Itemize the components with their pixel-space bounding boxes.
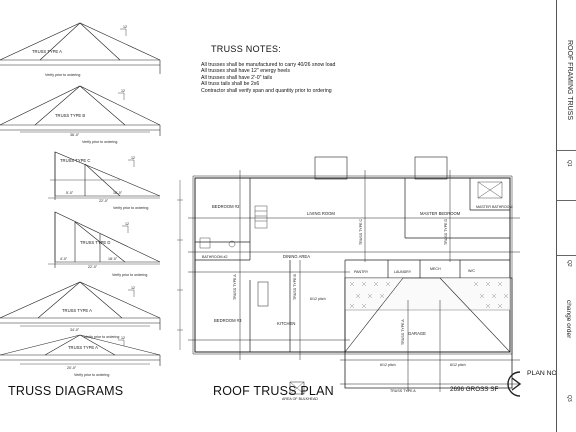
truss-a2-note: Verify prior to ordering — [84, 335, 119, 339]
plan-truss-a-vert: TRUSS TYPE A — [233, 274, 237, 300]
north-arrow — [507, 371, 522, 397]
truss-diagram-c: TRUSS TYPE C 5'-0" 16'-0" 22'-0" Verify … — [48, 151, 161, 210]
pitch-label: 12 — [121, 336, 125, 340]
room-laundry: LAUNDRY — [394, 270, 412, 274]
room-bedroom3: BEDROOM #3 — [214, 318, 242, 323]
truss-a3-span: 20'-0" — [67, 366, 77, 370]
room-garage: GARAGE — [408, 331, 426, 336]
plan-no-label: PLAN NO — [527, 370, 557, 377]
truss-note-item: All truss tails shall be 2x6 — [201, 81, 260, 88]
truss-note-item: All trusses shall be manufactured to car… — [201, 62, 336, 68]
title-block-divider — [557, 200, 576, 201]
pitch-note-2: 6/12 pitch — [450, 363, 466, 367]
plan-truss-a: TRUSS TYPE A — [390, 389, 416, 393]
truss-diagram-d: TRUSS TYPE D 4'-0" 18'-0" 22'-0" Verify … — [48, 211, 161, 277]
pitch-label: 12 — [131, 286, 135, 290]
truss-note-item: Contractor shall verify span and quantit… — [201, 87, 332, 94]
truss-a3-note: Verify prior to ordering — [74, 373, 109, 377]
room-wic: W/C — [468, 269, 475, 273]
bulkhead-label: AREA OF BULKHEAD — [282, 397, 318, 401]
truss-c-label: TRUSS TYPE C — [60, 158, 90, 163]
room-bath2: BATHROOM #2 — [202, 255, 228, 259]
truss-a-note: Verify prior to ordering — [45, 73, 80, 77]
truss-diagram-a-1: TRUSS TYPE A Verify prior to ordering 12 — [0, 22, 161, 77]
pitch-label: 12 — [125, 222, 129, 226]
plan-truss-d: TRUSS TYPE D — [444, 219, 448, 245]
room-master-bath: MASTER BATHROOM — [476, 205, 512, 209]
truss-d-label: TRUSS TYPE D — [80, 240, 110, 245]
truss-a3-label: TRUSS TYPE A — [68, 345, 98, 350]
pitch-label: 12 — [131, 156, 135, 160]
truss-b-label: TRUSS TYPE B — [55, 113, 85, 118]
truss-notes: TRUSS NOTES: All trusses shall be manufa… — [201, 44, 371, 94]
plan-truss-a-garage: TRUSS TYPE A — [401, 319, 405, 345]
title-block: ROOF FRAMING TRUSS change order Q1 Q2 Q3 — [556, 0, 576, 432]
truss-note-item: All trusses shall have 12" energy heels — [201, 68, 290, 75]
room-kitchen: KITCHEN — [277, 321, 295, 326]
title-block-mark: Q1 — [566, 160, 572, 167]
truss-notes-list: All trusses shall be manufactured to car… — [201, 62, 371, 94]
drawing-linework: TRUSS TYPE A Verify prior to ordering 12… — [0, 22, 522, 401]
roof-truss-plan-title: ROOF TRUSS PLAN — [213, 384, 334, 398]
truss-notes-title: TRUSS NOTES: — [211, 44, 282, 54]
plan-truss-b: TRUSS TYPE B — [293, 274, 297, 300]
title-block-divider — [557, 150, 576, 151]
title-block-divider — [557, 255, 576, 256]
pitch-label: 12 — [123, 25, 127, 29]
pitch-note-1: 6/12 pitch — [380, 363, 396, 367]
room-living: LIVING ROOM — [307, 211, 335, 216]
change-order-label: change order — [565, 300, 572, 339]
truss-c-right-dim: 16'-0" — [113, 191, 123, 195]
truss-diagram-a-3: TRUSS TYPE A 20'-0" Verify prior to orde… — [0, 334, 161, 377]
sheet-title: ROOF FRAMING TRUSS — [566, 40, 573, 120]
truss-b-span: 36'-0" — [70, 133, 80, 137]
truss-d-left-dim: 4'-0" — [60, 257, 68, 261]
truss-diagrams-title: TRUSS DIAGRAMS — [8, 384, 124, 398]
truss-c-left-dim: 5'-0" — [66, 191, 74, 195]
plan-truss-c: TRUSS TYPE C — [359, 219, 363, 245]
room-master-bed: MASTER BEDROOM — [420, 211, 461, 216]
room-dining: DINING AREA — [283, 254, 310, 259]
truss-note-item: All trusses shall have 2'-0" tails — [201, 74, 273, 81]
truss-a2-span: 34'-0" — [70, 328, 80, 332]
title-block-mark: Q3 — [566, 395, 572, 402]
gross-area: 2696 GROSS SF — [450, 386, 499, 393]
truss-c-note: Verify prior to ordering — [113, 206, 148, 210]
title-block-mark: Q2 — [566, 260, 572, 267]
roof-truss-plan: BEDROOM #2 BEDROOM #3 BATHROOM #2 LIVING… — [177, 156, 520, 401]
truss-d-note: Verify prior to ordering — [112, 273, 147, 277]
truss-d-span: 22'-0" — [88, 265, 98, 269]
pitch-note-3: 6/12 pitch — [310, 297, 326, 301]
truss-a-label: TRUSS TYPE A — [32, 49, 62, 54]
truss-diagram-a-2: TRUSS TYPE A 34'-0" Verify prior to orde… — [0, 281, 161, 339]
room-mech: MECH — [430, 267, 441, 271]
pitch-label: 12 — [121, 89, 125, 93]
truss-c-span: 22'-0" — [99, 199, 109, 203]
truss-diagram-b: TRUSS TYPE B 36'-0" Verify prior to orde… — [0, 85, 161, 144]
room-bedroom2: BEDROOM #2 — [212, 204, 240, 209]
room-pantry: PANTRY — [354, 270, 369, 274]
truss-a2-label: TRUSS TYPE A — [62, 308, 92, 313]
truss-d-right-dim: 18'-0" — [108, 257, 118, 261]
truss-b-note: Verify prior to ordering — [82, 140, 117, 144]
